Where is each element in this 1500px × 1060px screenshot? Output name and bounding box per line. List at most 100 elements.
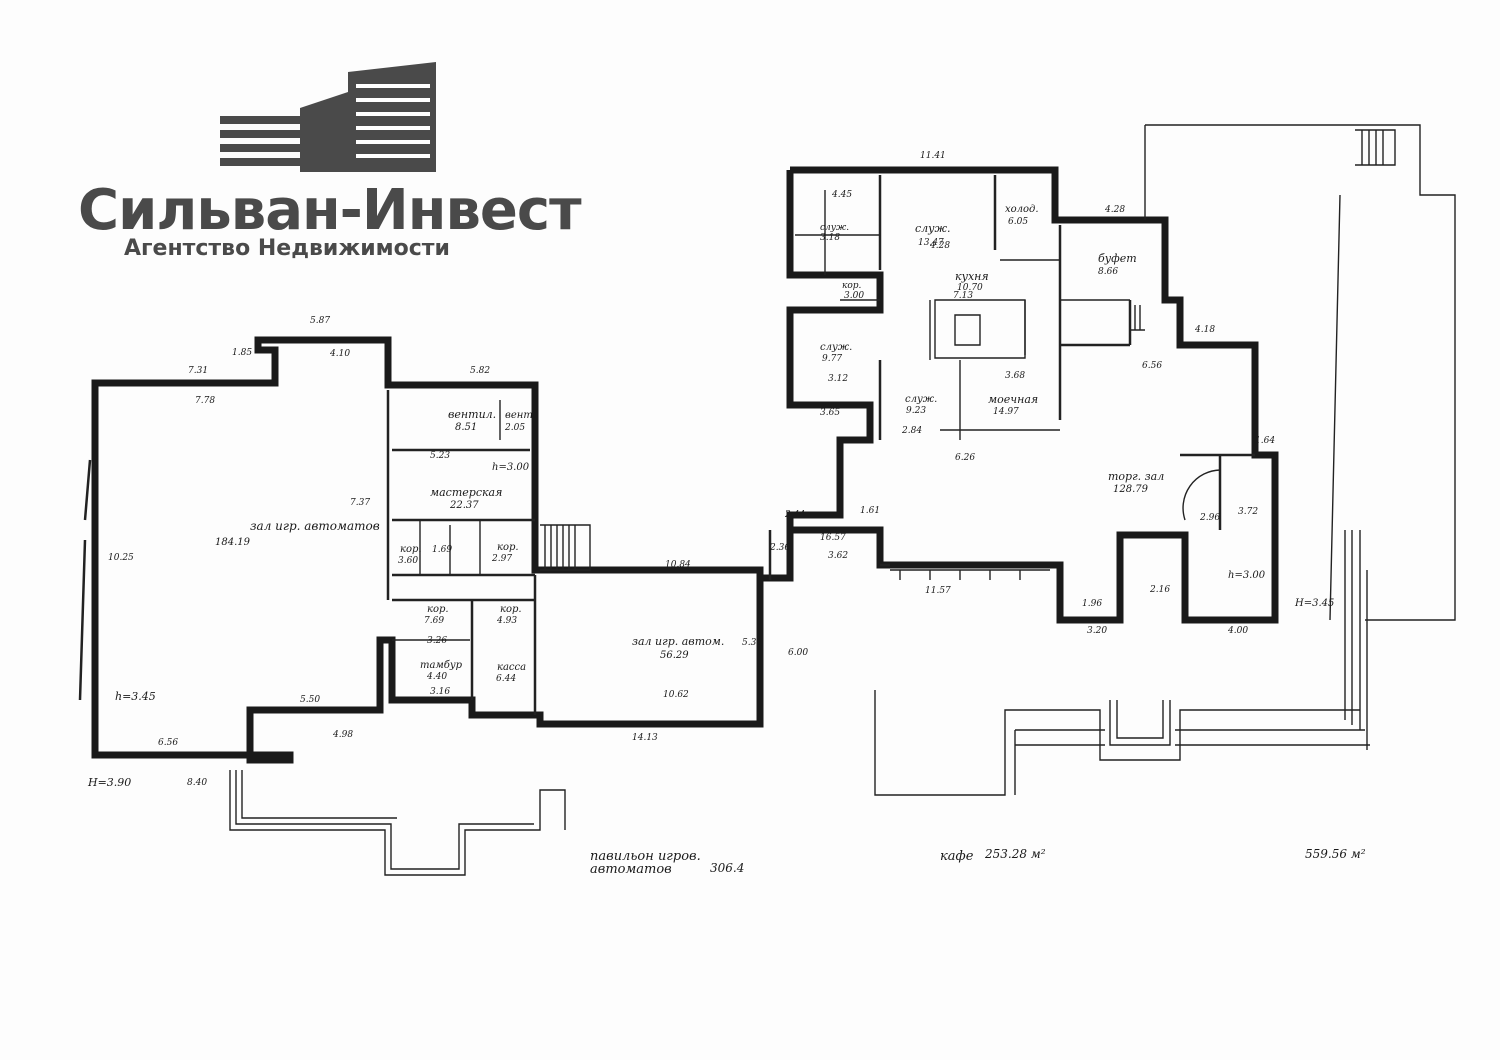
room-name-label: зал игр. автоматов [250,519,380,533]
dimension-label: 7.13 [953,291,973,301]
connector-corridor [760,526,1279,624]
room-area-label: 3.72 [1238,507,1258,517]
right-wing-walls [786,166,1279,530]
dimension-label: 5.87 [310,316,330,326]
room-name-label: тамбур [420,660,463,671]
dimension-label: 7.31 [188,366,208,376]
grand-total-area: 559.56 м² [1305,847,1366,861]
dimension-label: 11.41 [920,151,946,161]
dimension-label: 16.57 [820,533,846,543]
company-tagline: Агентство Недвижимости [124,236,450,261]
dimension-label: 8.40 [187,778,207,788]
room-area-label: 14.97 [993,407,1019,417]
dimension-label: 4.28 [1104,205,1125,215]
dimension-label: 5.50 [300,695,320,705]
room-name-label: торг. зал [1108,470,1164,483]
room-name-label: холод. [1005,204,1039,215]
dimension-label: 11.57 [925,586,951,596]
room-area-label: 4.45 [831,190,852,200]
room-area-label: 3.60 [398,556,418,566]
height-label: h=3.00 [492,462,530,473]
dimension-label: 2.16 [1149,585,1170,595]
room-area-label: 8.66 [1098,267,1118,277]
right-stairs [1129,129,1396,331]
company-logo-building [220,62,436,172]
room-name-label: служ. [820,342,852,353]
dimension-label: 1.85 [232,348,252,358]
dimension-label: 2.44 [784,510,805,520]
right-terrace [874,124,1456,796]
pavilion-area: 306.4 [710,861,744,875]
room-name-label: вентил. [448,408,496,421]
room-name-label: вент. [505,410,536,421]
dimension-label: 4.10 [329,349,350,359]
dimension-label: 6.56 [158,738,178,748]
room-area-label: 56.29 [660,650,689,661]
dimension-label: 3.68 [1005,371,1025,381]
pavilion-caption: павильон игров.автоматов [590,849,701,877]
dimension-label: 1.64 [1255,436,1275,446]
company-name: Сильван-Инвест [78,178,582,243]
height-label: h=3.00 [1228,570,1266,581]
room-area-label: 184.19 [215,537,251,548]
room-name-label: служ. [905,394,937,405]
dimension-label: 3.62 [828,551,848,561]
height-label: H=3.90 [87,776,131,789]
room-name-label: буфет [1098,252,1137,265]
room-name-label: кор. [400,544,422,555]
room-area-label: 9.23 [906,406,926,416]
dimension-label: 6.00 [788,648,808,658]
dimension-label: 4.28 [929,241,950,251]
room-area-label: 2.36 [769,543,790,553]
dimension-label: 5.82 [470,366,490,376]
dimension-label: 3.26 [427,636,447,646]
height-label: h=3.45 [115,690,156,703]
room-area-label: 10.70 [957,283,983,293]
room-area-label: 9.77 [822,354,842,364]
room-area-label: 2.96 [1199,513,1220,523]
dimension-label: 4.00 [1227,626,1248,636]
dimension-label: 3.12 [828,374,848,384]
left-stairs [540,524,591,571]
dimension-label: 7.78 [195,396,215,406]
dimension-label: 4.98 [332,730,353,740]
dimension-label: 6.26 [955,453,975,463]
room-name-label: моечная [988,393,1038,406]
dimension-label: 10.62 [663,690,689,700]
room-area-label: 4.40 [426,672,447,682]
room-area-label: 2.97 [491,554,512,564]
room-name-label: служ. [820,223,849,233]
dimension-label: 5.30 [742,638,762,648]
cafe-caption: кафе [940,849,974,864]
room-name-label: кор. [497,542,519,553]
room-name-label: служ. [915,222,951,235]
room-area-label: 22.37 [449,500,479,511]
room-name-label: кор. [500,604,522,615]
room-name-label: кор. [842,281,862,291]
room-area-label: 128.79 [1113,484,1149,495]
dimension-label: 1.96 [1082,599,1102,609]
dimension-label: 1.61 [860,506,880,516]
room-area-label: 3.18 [820,233,840,243]
room-name-label: зал игр. автом. [632,635,724,648]
room-name-label: касса [497,662,526,673]
dimension-label: 3.16 [430,687,450,697]
dimension-label: 6.56 [1142,361,1162,371]
room-name-label: кор. [427,604,449,615]
room-area-label: 2.05 [504,423,525,433]
left-wing-walls [78,336,764,764]
dimension-label: 10.25 [108,553,134,563]
dimension-label: 3.65 [820,408,840,418]
room-area-label: 1.69 [432,545,452,555]
dimension-label: 4.18 [1194,325,1215,335]
room-name-label: кухня [955,270,989,283]
dimension-label: 7.37 [350,498,370,508]
left-terrace [229,770,566,876]
room-name-label: мастерская [430,486,502,499]
dimension-label: 10.84 [665,560,691,570]
room-area-label: 3.00 [844,291,864,301]
room-area-label: 7.69 [424,616,444,626]
dimension-label: 3.20 [1087,626,1107,636]
